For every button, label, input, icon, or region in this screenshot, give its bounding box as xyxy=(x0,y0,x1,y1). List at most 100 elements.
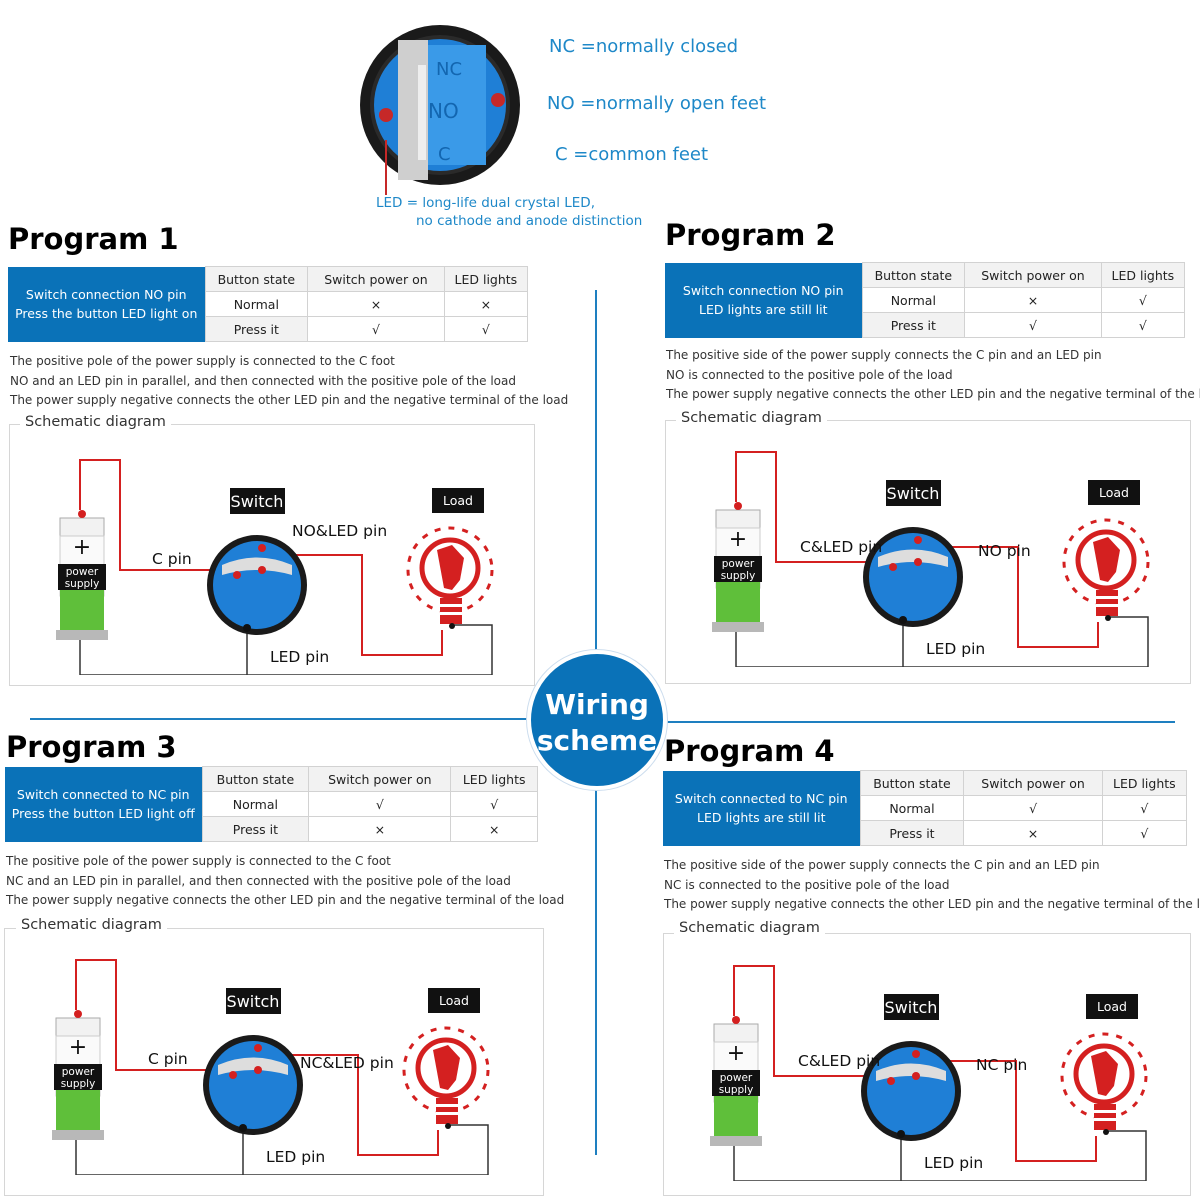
press-power-value: √ xyxy=(964,312,1102,338)
press-led-value: × xyxy=(450,816,538,842)
schematic-label: Schematic diagram xyxy=(674,920,825,936)
program-title: Program 4 xyxy=(664,734,835,768)
description-line3: The power supply negative connects the o… xyxy=(10,393,569,407)
battery-label-power: power xyxy=(720,1072,753,1084)
header-button-state: Button state xyxy=(861,262,966,288)
wiring-scheme-line2: scheme xyxy=(536,724,658,757)
battery-icon: + power supply xyxy=(712,502,764,632)
load-positive-wire xyxy=(918,546,1099,648)
vertical-divider-bottom xyxy=(595,790,597,1155)
switch-label: Switch xyxy=(231,492,284,511)
load-label: Load xyxy=(443,493,473,508)
schematic-diagram: + power supply Switch Load xyxy=(712,451,1150,667)
state-table: Switch connected to NC pin LED lights ar… xyxy=(663,770,1188,846)
load-negative-wire xyxy=(901,1130,1147,1181)
load-bulb-icon: Load xyxy=(1060,994,1148,1135)
summary-line1: Switch connected to NC pin xyxy=(674,791,848,806)
right-pin-label: NO&LED pin xyxy=(292,522,387,540)
battery-icon: + power supply xyxy=(710,1016,762,1146)
battery-plus: + xyxy=(727,1041,745,1066)
schematic-frame xyxy=(663,933,1191,1196)
press-power-value: √ xyxy=(307,316,445,342)
pin-label-nc: NC xyxy=(436,59,462,80)
description-line2: NO and an LED pin in parallel, and then … xyxy=(10,373,516,388)
load-positive-wire xyxy=(916,1060,1097,1162)
right-pin-label: NC pin xyxy=(976,1056,1027,1074)
normal-power-value: × xyxy=(964,287,1102,313)
left-pin-label: C&LED pin xyxy=(800,538,882,556)
summary-line2: LED lights are still lit xyxy=(699,302,828,317)
switch-icon: Switch xyxy=(207,488,307,635)
description-line3: The power supply negative connects the o… xyxy=(6,893,565,907)
press-power-value: × xyxy=(963,820,1103,846)
schematic-label: Schematic diagram xyxy=(676,410,827,426)
press-led-value: √ xyxy=(443,316,529,342)
normal-led-value: √ xyxy=(450,791,538,817)
switch-label: Switch xyxy=(227,992,280,1011)
description-line1: The positive side of the power supply co… xyxy=(666,348,1102,362)
row-press-label: Press it xyxy=(861,312,966,338)
header-switch-power: Switch power on xyxy=(964,262,1102,288)
row-press-label: Press it xyxy=(204,316,309,342)
load-positive-wire xyxy=(262,554,443,656)
state-table: Switch connection NO pin LED lights are … xyxy=(665,262,1186,338)
pin-label-c: C xyxy=(438,144,451,165)
press-led-value: √ xyxy=(1101,820,1188,846)
battery-label-supply: supply xyxy=(719,1084,754,1096)
load-negative-wire xyxy=(903,616,1149,667)
battery-label-power: power xyxy=(722,558,755,570)
header-led-lights: LED lights xyxy=(1100,262,1186,288)
positive-wire xyxy=(733,965,886,1077)
program-title: Program 3 xyxy=(6,730,177,764)
load-negative-wire xyxy=(243,1124,489,1175)
schematic-diagram: + power supply Switch Load xyxy=(710,965,1148,1181)
schematic-label: Schematic diagram xyxy=(16,917,167,933)
battery-plus: + xyxy=(73,535,91,560)
header-led-lights: LED lights xyxy=(443,266,529,292)
row-press-label: Press it xyxy=(859,820,965,846)
description-line1: The positive pole of the power supply is… xyxy=(10,354,395,368)
row-press-label: Press it xyxy=(201,816,310,842)
load-label: Load xyxy=(439,993,469,1008)
positive-wire xyxy=(79,459,232,571)
header-switch-power: Switch power on xyxy=(308,766,452,792)
wiring-description: The positive pole of the power supply is… xyxy=(10,352,568,411)
battery-icon: + power supply xyxy=(56,510,108,640)
switch-label: Switch xyxy=(885,998,938,1017)
description-line3: The power supply negative connects the o… xyxy=(664,897,1200,911)
header-switch-power: Switch power on xyxy=(307,266,445,292)
negative-wire xyxy=(79,625,248,675)
schematic-frame xyxy=(9,424,535,686)
row-normal-label: Normal xyxy=(204,291,309,317)
header-button-state: Button state xyxy=(201,766,310,792)
switch-pin-photo: NC NO C xyxy=(360,25,520,195)
press-led-value: √ xyxy=(1100,312,1186,338)
summary-line1: Switch connection NO pin xyxy=(25,287,187,302)
right-pin-label: NC&LED pin xyxy=(300,1054,394,1072)
description-line1: The positive pole of the power supply is… xyxy=(6,854,391,868)
normal-power-value: √ xyxy=(963,795,1103,821)
pin-label-no: NO xyxy=(428,99,459,123)
normal-led-value: √ xyxy=(1100,287,1186,313)
horizontal-divider-right xyxy=(665,721,1175,723)
header-led-lights: LED lights xyxy=(1101,770,1188,796)
legend-c: C =common feet xyxy=(555,144,709,165)
left-pin-label: C pin xyxy=(148,1050,188,1068)
schematic-frame xyxy=(4,928,544,1196)
vertical-divider-top xyxy=(595,290,597,660)
load-label: Load xyxy=(1097,999,1127,1014)
schematic-label: Schematic diagram xyxy=(20,414,171,430)
left-pin-label: C&LED pin xyxy=(798,1052,880,1070)
bottom-pin-label: LED pin xyxy=(926,640,985,658)
battery-label-supply: supply xyxy=(721,570,756,582)
summary-line1: Switch connection NO pin xyxy=(682,283,844,298)
load-bulb-icon: Load xyxy=(402,988,490,1129)
summary-line2: LED lights are still lit xyxy=(697,810,826,825)
program-title: Program 1 xyxy=(8,222,179,256)
load-negative-wire xyxy=(247,624,493,675)
wiring-scheme-badge: Wiring scheme xyxy=(527,650,667,790)
description-line1: The positive side of the power supply co… xyxy=(664,858,1100,872)
right-pin-label: NO pin xyxy=(978,542,1031,560)
positive-wire xyxy=(75,959,228,1071)
load-bulb-icon: Load xyxy=(1062,480,1150,621)
